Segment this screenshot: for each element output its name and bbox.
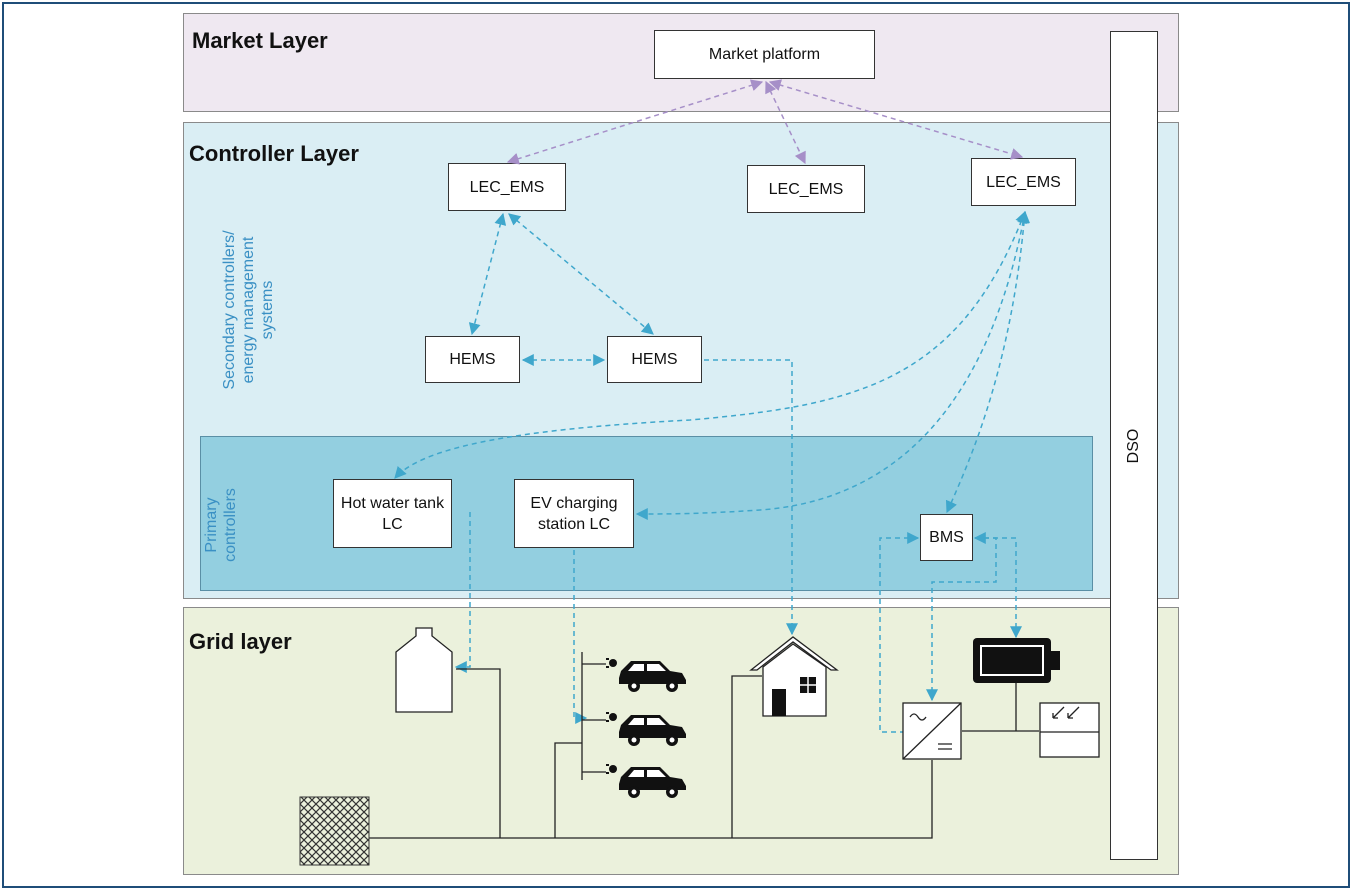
controller-layer-title: Controller Layer	[189, 141, 359, 166]
market-layer-title: Market Layer	[192, 28, 328, 53]
hot-water-tank-lc-node: Hot water tank LC	[333, 479, 452, 548]
house-icon	[749, 636, 839, 717]
wire-house	[731, 675, 762, 838]
controller-links	[394, 210, 1031, 733]
wire-main-bus	[369, 760, 933, 839]
electric-car-icon	[606, 658, 686, 798]
lec-ems-node-3: LEC_EMS	[971, 158, 1076, 206]
link-market-lec1	[506, 79, 764, 165]
ev-charging-station-lc-node: EV charging station LC	[514, 479, 634, 548]
grid-hatched-box-icon	[299, 796, 370, 866]
link-lec3-hotwater	[394, 210, 1027, 479]
wire-ev-bus	[554, 742, 582, 838]
water-tank-icon	[395, 627, 453, 713]
solar-panel-icon	[1039, 702, 1100, 758]
market-platform-node: Market platform	[654, 30, 875, 79]
grid-layer-title: Grid layer	[189, 629, 292, 654]
link-bms-inverter	[879, 532, 920, 733]
link-hotwater-tank	[454, 512, 471, 673]
link-lec1-hems1	[468, 212, 507, 336]
lec-ems-node-1: LEC_EMS	[448, 163, 566, 211]
link-market-lec2	[765, 80, 806, 165]
grid-wires	[369, 652, 1039, 839]
bms-node: BMS	[920, 514, 973, 561]
inverter-icon	[902, 702, 962, 760]
dso-bar	[1110, 31, 1158, 860]
wire-tank	[456, 668, 501, 838]
battery-icon	[973, 638, 1060, 683]
link-ev-car	[573, 550, 588, 724]
link-lec3-bms	[945, 210, 1031, 514]
link-lec3-ev	[635, 210, 1029, 520]
link-bms-battery	[973, 532, 1022, 639]
lec-ems-node-2: LEC_EMS	[747, 165, 865, 213]
link-hems2-house	[704, 359, 798, 636]
market-links	[506, 79, 1024, 165]
link-market-lec3	[768, 79, 1024, 160]
link-lec1-hems2	[508, 213, 654, 335]
